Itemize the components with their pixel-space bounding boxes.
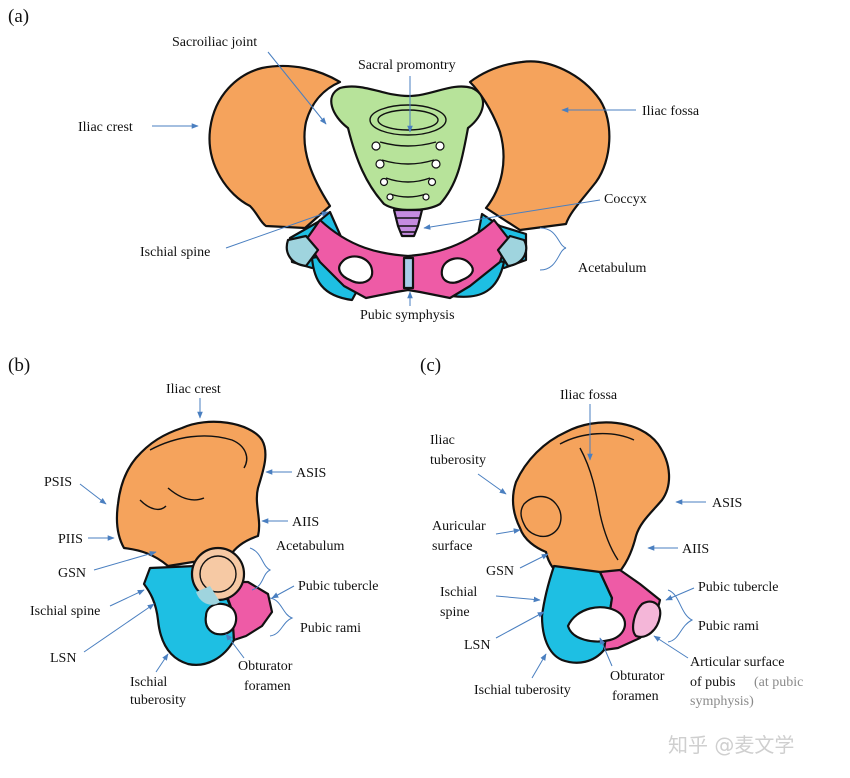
label-ischial-tuberosity-b-2: tuberosity <box>130 693 186 708</box>
sacral-foramina <box>371 141 445 201</box>
label-aiis-c: AIIS <box>682 542 709 557</box>
label-auricular-c-1: Auricular <box>432 519 486 534</box>
label-asis-b: ASIS <box>296 466 326 481</box>
label-iliac-tuberosity-c-2: tuberosity <box>430 453 486 468</box>
label-pubic-tubercle-c: Pubic tubercle <box>698 580 778 595</box>
arrow-pubic-tubercle-b <box>271 585 295 599</box>
panel-c-label: (c) <box>420 355 441 376</box>
label-ischial-tuberosity-b-1: Ischial <box>130 675 167 690</box>
label-articular-c-2: of pubis <box>690 675 736 690</box>
label-pubic-tubercle-b: Pubic tubercle <box>298 579 378 594</box>
b-ilium-crest-line <box>149 435 248 469</box>
arrow-ischial-tuberosity-c <box>531 653 547 679</box>
label-pubic-rami-b: Pubic rami <box>300 621 361 636</box>
label-iliac-crest-a: Iliac crest <box>78 120 133 135</box>
label-acetabulum-a: Acetabulum <box>578 261 647 276</box>
b-acetabulum-blue <box>196 586 220 605</box>
arrow-pubic-tubercle-c <box>665 587 695 601</box>
label-psis-b: PSIS <box>44 475 72 490</box>
label-iliac-tuberosity-c-1: Iliac <box>430 433 455 448</box>
bracket-acetabulum-b <box>249 547 272 591</box>
bracket-pubic-rami-b <box>269 597 294 637</box>
label-gsn-c: GSN <box>486 564 514 579</box>
b-obturator-foramen <box>204 602 238 636</box>
label-obturator-b-2: foramen <box>244 679 291 694</box>
bracket-acetabulum-a <box>539 227 567 271</box>
label-gsn-b: GSN <box>58 566 86 581</box>
arrow-iliac-tuberosity-c <box>477 473 507 495</box>
label-iliac-fossa-c: Iliac fossa <box>560 388 618 403</box>
left-obturator-foramen <box>338 255 374 284</box>
arrow-ischial-spine-a <box>225 211 329 249</box>
left-acetabulum <box>285 234 320 268</box>
label-ischial-tuberosity-c: Ischial tuberosity <box>474 683 571 698</box>
c-ilium <box>511 421 671 582</box>
label-coccyx: Coccyx <box>604 192 647 207</box>
label-obturator-c-2: foramen <box>612 689 659 704</box>
panel-c: (c) Iliac fossa Iliac tuberosity ASIS Au… <box>420 355 803 709</box>
label-auricular-c-2: surface <box>432 539 472 554</box>
label-sacroiliac-joint: Sacroiliac joint <box>172 35 257 50</box>
label-piis-b: PIIS <box>58 532 83 547</box>
b-ilium <box>115 420 267 568</box>
coccyx-segments <box>396 217 420 233</box>
right-acetabulum <box>496 234 528 268</box>
label-articular-c-1: Articular surface <box>690 655 784 670</box>
label-ischial-spine-a: Ischial spine <box>140 245 210 260</box>
right-ilium <box>468 60 611 232</box>
sacral-promontry-shape <box>369 104 447 136</box>
label-articular-c-4: symphysis) <box>690 694 754 709</box>
arrow-gsn-c <box>519 553 549 569</box>
arrow-gsn-b <box>93 551 157 571</box>
label-asis-c: ASIS <box>712 496 742 511</box>
panel-b: (b) Iliac crest PSIS ASIS AIIS PIIS Acet… <box>8 355 378 708</box>
arrow-psis-b <box>79 483 107 505</box>
right-obturator-foramen <box>440 257 474 284</box>
arrow-obturator-b <box>225 633 245 659</box>
c-auricular-surface <box>520 495 562 538</box>
b-acetabulum-fossa <box>199 555 237 593</box>
label-obturator-c-1: Obturator <box>610 669 665 684</box>
arrow-auricular-c <box>495 528 521 535</box>
label-acetabulum-b: Acetabulum <box>276 539 345 554</box>
arrow-coccyx <box>423 199 601 230</box>
label-pubic-symphysis: Pubic symphysis <box>360 308 455 323</box>
label-lsn-c: LSN <box>464 638 490 653</box>
b-ilium-lines <box>139 487 205 511</box>
label-ischial-spine-c-2: spine <box>440 605 470 620</box>
pubic-symphysis <box>402 256 415 290</box>
arrow-ischial-spine-c <box>495 595 541 603</box>
label-iliac-crest-b: Iliac crest <box>166 382 221 397</box>
watermark: 知乎 @麦文学 <box>668 733 794 757</box>
arrow-ischial-tuberosity-b <box>155 653 169 673</box>
bracket-pubic-rami-c <box>667 589 694 643</box>
arrow-articular-c <box>653 635 689 659</box>
arrow-lsn-b <box>83 603 155 653</box>
left-ilium <box>208 64 342 230</box>
label-sacral-promontry: Sacral promontry <box>358 58 456 73</box>
label-obturator-b-1: Obturator <box>238 659 293 674</box>
arrow-obturator-c <box>599 637 613 667</box>
panel-a-label: (a) <box>8 6 29 27</box>
c-obturator-foramen <box>566 606 627 643</box>
panel-a: (a) <box>8 6 700 323</box>
label-iliac-fossa-a: Iliac fossa <box>642 104 700 119</box>
c-ilium-line-2 <box>579 447 619 561</box>
label-ischial-spine-b: Ischial spine <box>30 604 100 619</box>
panel-b-label: (b) <box>8 355 30 376</box>
label-pubic-rami-c: Pubic rami <box>698 619 759 634</box>
label-aiis-b: AIIS <box>292 515 319 530</box>
arrow-sacroiliac-joint <box>267 51 327 125</box>
c-ilium-line-1 <box>559 432 635 445</box>
arrow-lsn-c <box>495 611 545 639</box>
label-articular-c-3: (at pubic <box>754 675 803 690</box>
arrow-ischial-spine-b <box>109 589 145 607</box>
label-lsn-b: LSN <box>50 651 76 666</box>
c-articular-surface <box>632 600 662 638</box>
label-ischial-spine-c-1: Ischial <box>440 585 477 600</box>
